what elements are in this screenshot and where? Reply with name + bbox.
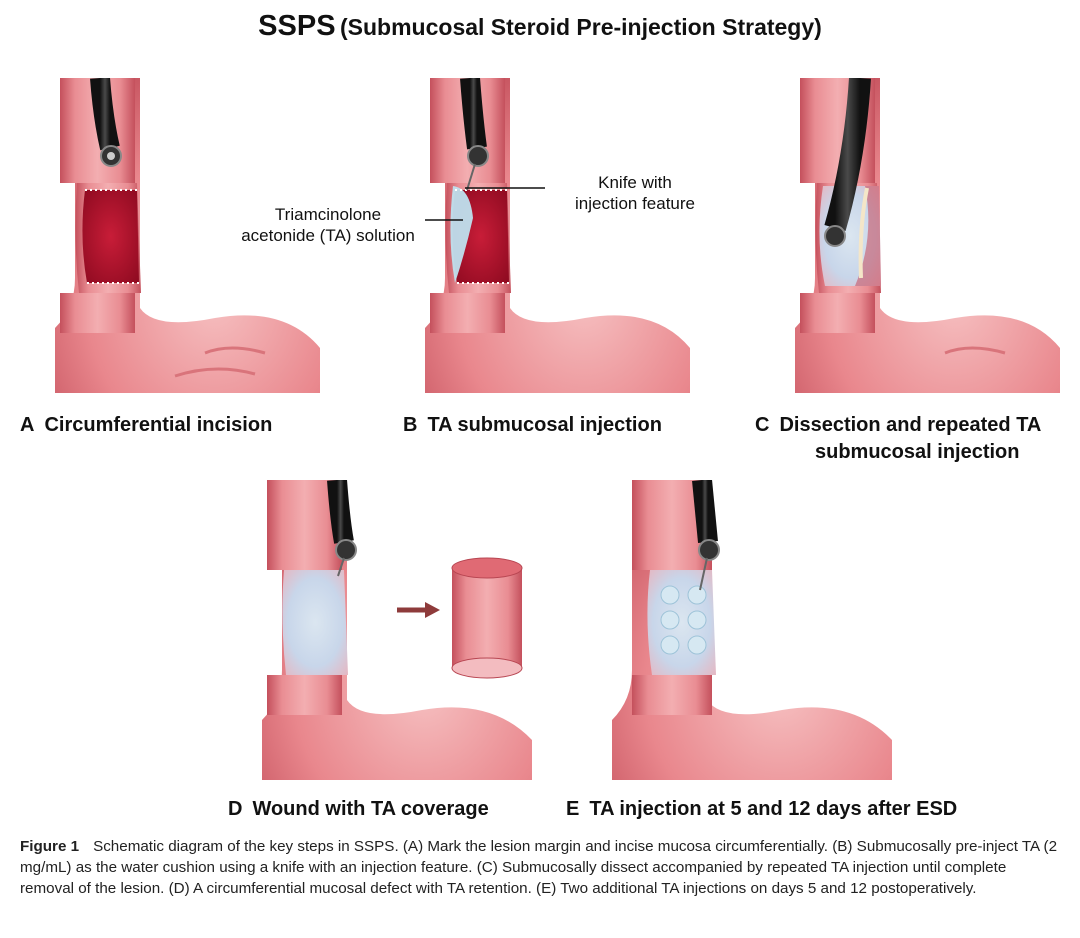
panel-a-illustration	[55, 78, 320, 393]
title-sub: (Submucosal Steroid Pre-injection Strate…	[340, 14, 822, 40]
ta-annotation-line1: Triamcinolone	[274, 205, 382, 224]
panel-d-label: D Wound with TA coverage	[228, 796, 489, 823]
title-main: SSPS	[258, 10, 336, 42]
panel-a-label: A Circumferential incision	[20, 412, 272, 439]
panel-b-letter: B	[403, 414, 418, 436]
panel-c-text-line2: submucosal injection	[815, 441, 1020, 463]
panel-c-text-line1: Dissection and repeated TA	[779, 414, 1042, 436]
figure-title: SSPS (Submucosal Steroid Pre-injection S…	[0, 10, 1080, 43]
knife-annotation-line2: injection feature	[574, 194, 696, 213]
ta-annotation-line2: acetonide (TA) solution	[241, 226, 415, 245]
panel-e-text: TA injection at 5 and 12 days after ESD	[589, 798, 958, 820]
panel-a-letter: A	[20, 414, 35, 436]
panel-e-label: E TA injection at 5 and 12 days after ESD	[566, 796, 957, 823]
panel-e-illustration	[612, 480, 892, 780]
panel-d-illustration	[262, 480, 532, 780]
caption-text: Schematic diagram of the key steps in SS…	[20, 838, 1058, 897]
panel-c-letter: C	[755, 414, 770, 436]
knife-annotation: Knife with injection feature	[555, 172, 715, 214]
panel-e-letter: E	[566, 798, 580, 820]
panel-b-label: B TA submucosal injection	[403, 412, 662, 439]
knife-annotation-line1: Knife with	[598, 173, 672, 192]
panel-b-illustration	[425, 78, 690, 393]
ta-annotation: Triamcinolone acetonide (TA) solution	[228, 204, 428, 246]
panel-b-text: TA submucosal injection	[427, 414, 662, 436]
panel-d-text: Wound with TA coverage	[252, 798, 489, 820]
caption-figure-label: Figure 1	[20, 838, 80, 855]
panel-c-illustration	[795, 78, 1060, 393]
panel-c-label: C Dissection and repeated TA submucosal i…	[755, 412, 1041, 466]
panel-d-letter: D	[228, 798, 243, 820]
panel-a-text: Circumferential incision	[44, 414, 273, 436]
